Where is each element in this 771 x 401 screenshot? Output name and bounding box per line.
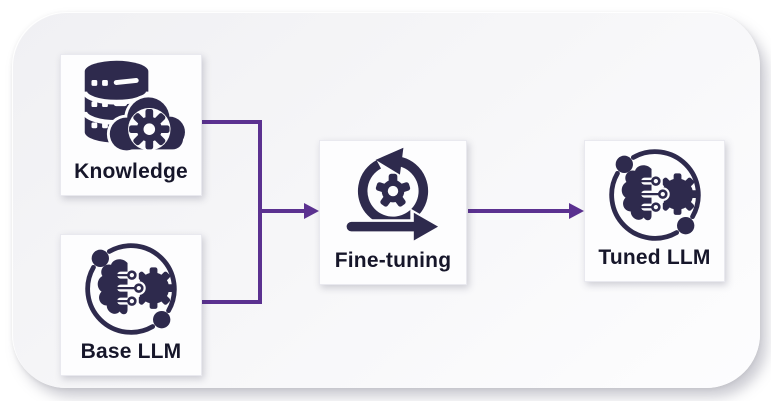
base-llm-icon-wrap bbox=[61, 231, 201, 341]
edge-base-llm-horizontal bbox=[202, 300, 260, 304]
node-fine-tuning: Fine-tuning bbox=[319, 140, 467, 285]
node-base-llm: Base LLM bbox=[60, 234, 202, 376]
node-label-base-llm: Base LLM bbox=[80, 340, 182, 363]
arrowhead-into-fine-tuning bbox=[304, 203, 319, 219]
node-label-tuned-llm: Tuned LLM bbox=[598, 246, 711, 269]
database-cloud-gear-icon bbox=[70, 55, 192, 161]
edge-fine-tuning-to-tuned-llm bbox=[468, 209, 570, 213]
node-tuned-llm: Tuned LLM bbox=[584, 140, 725, 282]
brain-gear-orbit-icon bbox=[79, 237, 183, 341]
node-knowledge: Knowledge bbox=[60, 54, 202, 196]
edge-merge-vertical bbox=[258, 120, 262, 304]
knowledge-icon-wrap bbox=[61, 51, 201, 161]
iteration-loop-gear-icon bbox=[339, 146, 447, 250]
tuned-llm-icon-wrap bbox=[585, 137, 724, 247]
edge-knowledge-horizontal bbox=[202, 120, 260, 124]
node-label-knowledge: Knowledge bbox=[74, 160, 188, 183]
edge-merge-to-fine-tuning bbox=[261, 209, 305, 213]
fine-tuning-icon-wrap bbox=[320, 140, 466, 250]
brain-gear-orbit-icon bbox=[603, 143, 707, 247]
arrowhead-into-tuned-llm bbox=[569, 203, 584, 219]
node-label-fine-tuning: Fine-tuning bbox=[334, 249, 452, 272]
diagram-canvas: Knowledge Base LLM Fine-tuning Tuned LLM bbox=[12, 12, 760, 388]
